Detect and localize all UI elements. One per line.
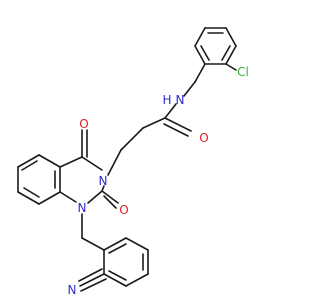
bond [125, 237, 149, 251]
bond [103, 273, 127, 287]
bond [103, 195, 117, 209]
bond [59, 191, 77, 203]
atom-label-amide-h: H [162, 93, 171, 107]
atom-label-n1: N [78, 201, 87, 215]
bond [225, 63, 237, 71]
bond [80, 278, 107, 292]
atom-label-cl: Cl [237, 65, 249, 79]
bond [142, 117, 166, 129]
atom-label-c2-o: O [119, 203, 128, 217]
bond [103, 237, 127, 251]
atom-label-nitrile-n: N [68, 283, 77, 297]
bond [200, 45, 210, 61]
bond [183, 81, 196, 97]
bond [164, 117, 192, 132]
bond [107, 149, 122, 176]
atom-label-amide-o: O [199, 131, 208, 145]
bond [225, 27, 237, 47]
bond [108, 270, 127, 281]
bond-lines [17, 27, 237, 292]
bond [17, 154, 40, 168]
bond [81, 237, 105, 251]
bond [17, 191, 40, 205]
bond [79, 273, 105, 287]
bond [164, 103, 177, 119]
bond [194, 63, 206, 83]
bond [23, 187, 40, 198]
bond [78, 268, 103, 282]
bond [225, 45, 237, 65]
bond [38, 154, 61, 168]
canvas-background [0, 0, 300, 300]
bond [101, 190, 119, 204]
bond [108, 243, 127, 254]
bond [38, 191, 61, 205]
bond [194, 27, 206, 47]
atom-label-n3: N [99, 174, 108, 188]
bond [59, 156, 83, 168]
bond [101, 185, 105, 192]
bond [87, 190, 103, 204]
bond [221, 45, 231, 61]
bond [120, 127, 144, 151]
atom-label-amide-n: N [176, 93, 185, 107]
molecule-structure: Cl N H O O O N N N [0, 0, 300, 300]
bond [21, 160, 38, 171]
bond [125, 273, 149, 287]
bond [163, 123, 189, 137]
atom-labels: Cl N H O O O N N N [68, 65, 249, 297]
bond [194, 45, 206, 65]
bond [81, 156, 103, 171]
atom-label-c4-o: O [79, 117, 88, 131]
